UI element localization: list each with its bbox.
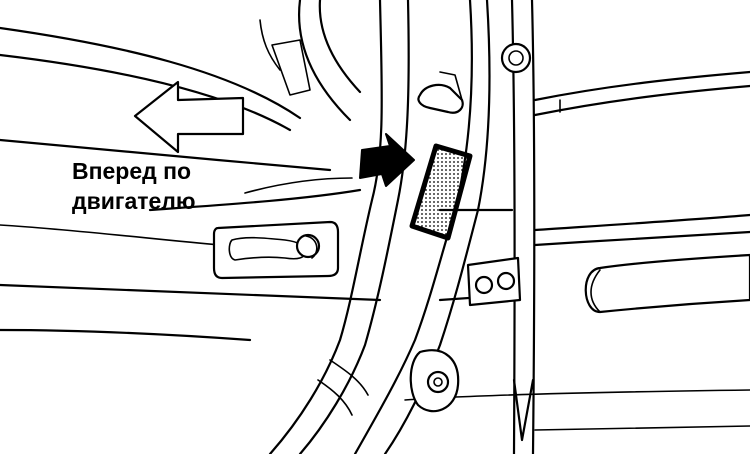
striker-plate	[466, 256, 522, 307]
lower-fastener	[409, 349, 460, 413]
direction-caption: Вперед по двигателю	[72, 156, 196, 216]
door-bumper	[500, 42, 532, 74]
dash-lines	[0, 138, 382, 342]
pointer-arrow	[359, 133, 415, 187]
caption-line-2: двигателю	[72, 188, 196, 214]
clip	[417, 71, 464, 114]
door-handle	[584, 253, 750, 314]
label-patch	[409, 143, 473, 241]
slotted-bracket	[212, 220, 340, 280]
caption-line-1: Вперед по	[72, 158, 192, 184]
forward-arrow	[133, 80, 245, 154]
leader-line	[244, 177, 353, 194]
roof-lines	[0, 0, 362, 132]
